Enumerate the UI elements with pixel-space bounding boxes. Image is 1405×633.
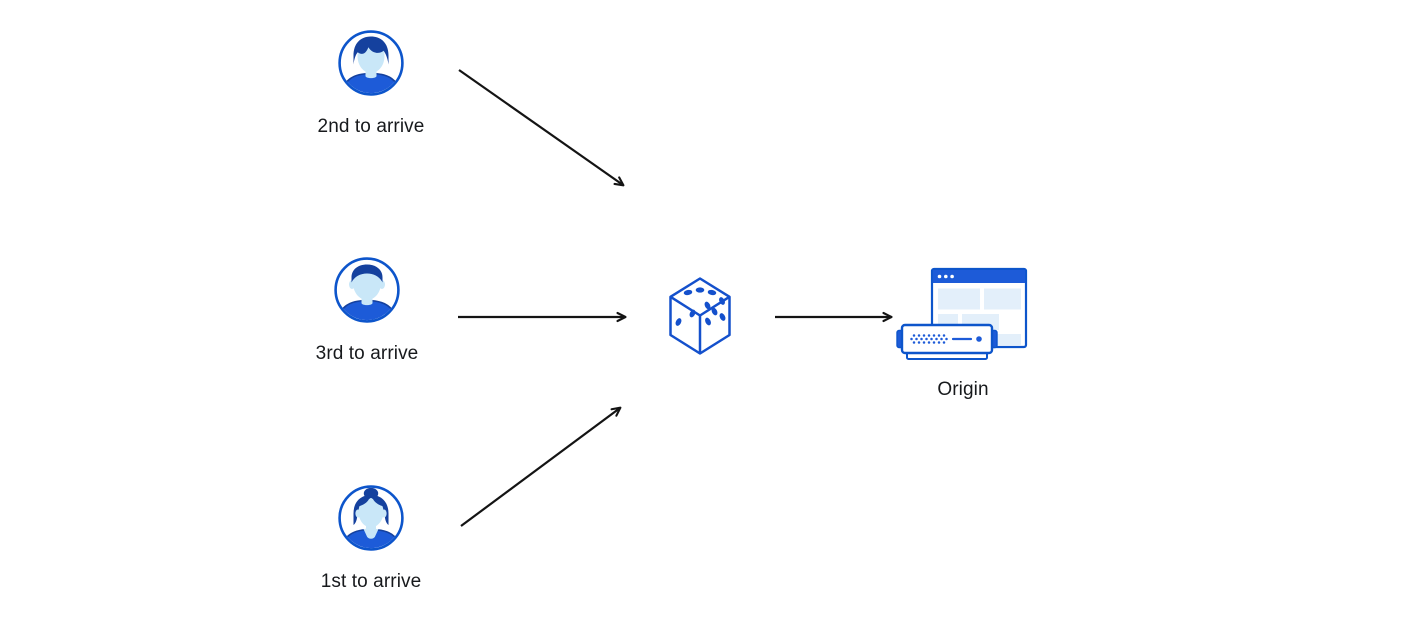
server-icon: [896, 323, 998, 360]
male-avatar-swept-hair-icon: [338, 30, 404, 96]
client-label: 3rd to arrive: [315, 343, 419, 364]
client-label: 1st to arrive: [320, 571, 422, 592]
arrow-client1-to-dice: [460, 406, 622, 527]
client-node-1st-to-arrive: 1st to arrive: [291, 485, 451, 593]
client-label: 2nd to arrive: [317, 116, 425, 137]
female-avatar-bun-icon: [338, 485, 404, 551]
origin-node: Origin: [893, 258, 1033, 401]
origin-label: Origin: [937, 379, 989, 400]
dice-node: [668, 276, 732, 361]
male-avatar-short-hair-icon: [334, 257, 400, 323]
arrow-client2-to-dice: [458, 69, 625, 187]
client-node-3rd-to-arrive: 3rd to arrive: [287, 257, 447, 365]
client-node-2nd-to-arrive: 2nd to arrive: [291, 30, 451, 138]
origin-server-browser-icon: [896, 267, 1028, 360]
dice-icon: [669, 277, 731, 355]
